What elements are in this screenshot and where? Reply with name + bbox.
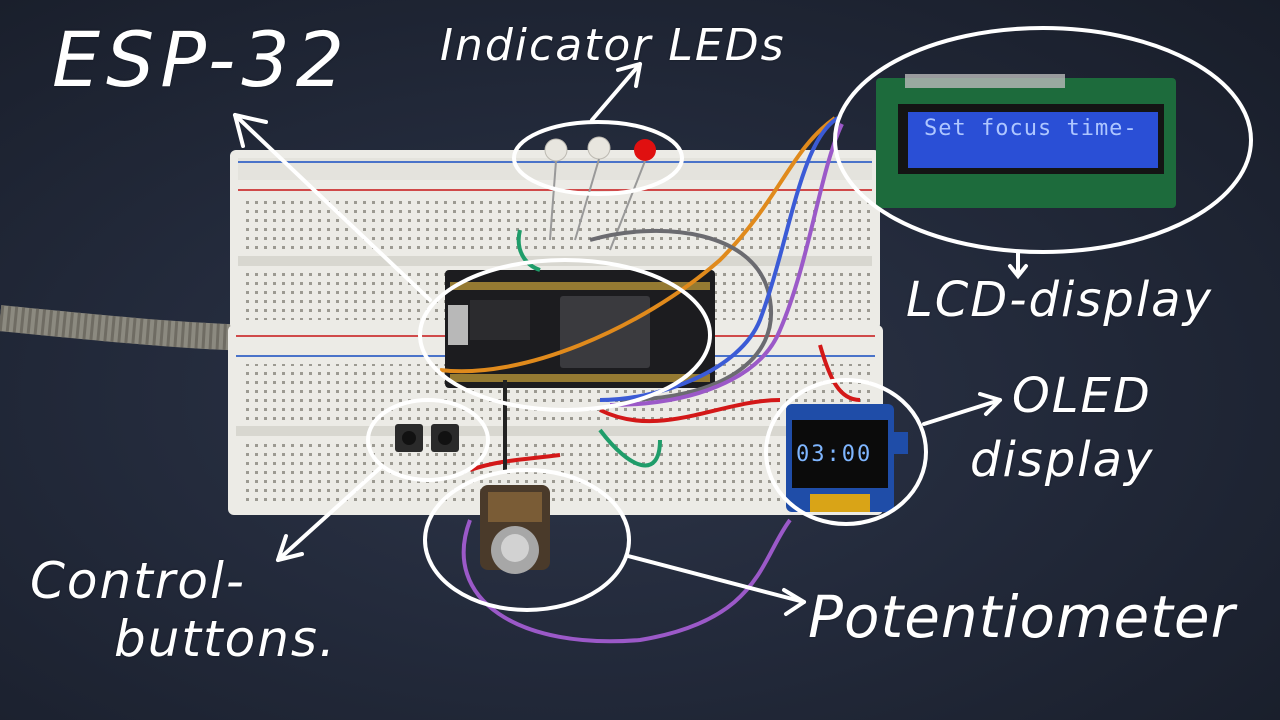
oled-screen-text: 03:00: [796, 442, 873, 467]
indicator-leds: [544, 136, 656, 251]
leds-label: Indicator LEDs: [440, 20, 786, 71]
leds-highlight-circle: [512, 120, 684, 196]
lcd-highlight-circle: [833, 26, 1253, 254]
lcd-label: LCD-display: [906, 272, 1213, 328]
led-arrow-icon: [590, 62, 642, 122]
esp32-board: [445, 270, 715, 388]
pot-arrow-icon: [626, 554, 806, 604]
annotations-overlay: [233, 26, 1253, 616]
buttons-highlight-circle: [366, 398, 490, 482]
oled-arrow-icon: [922, 398, 1002, 426]
esp32-label: ESP-32: [52, 15, 351, 104]
oled-highlight-circle: [764, 378, 928, 526]
lcd-module: [876, 74, 1176, 208]
buttons-label-line1: Control-: [30, 552, 246, 610]
oled-module: [786, 404, 908, 512]
potentiometer: [480, 485, 550, 574]
potentiometer-label: Potentiometer: [808, 583, 1236, 651]
pot-highlight-circle: [423, 468, 631, 612]
buttons-arrow-icon: [276, 466, 382, 562]
esp-arrow-icon: [233, 113, 432, 302]
oled-label-line1: OLED: [1012, 368, 1152, 424]
jumper-wires: [439, 116, 861, 644]
tactile-buttons: [395, 424, 459, 452]
buttons-label-line2: buttons.: [114, 610, 337, 668]
esp32-highlight-circle: [418, 258, 712, 412]
lcd-screen-text: Set focus time-: [924, 116, 1138, 141]
oled-label-line2: display: [970, 432, 1155, 488]
